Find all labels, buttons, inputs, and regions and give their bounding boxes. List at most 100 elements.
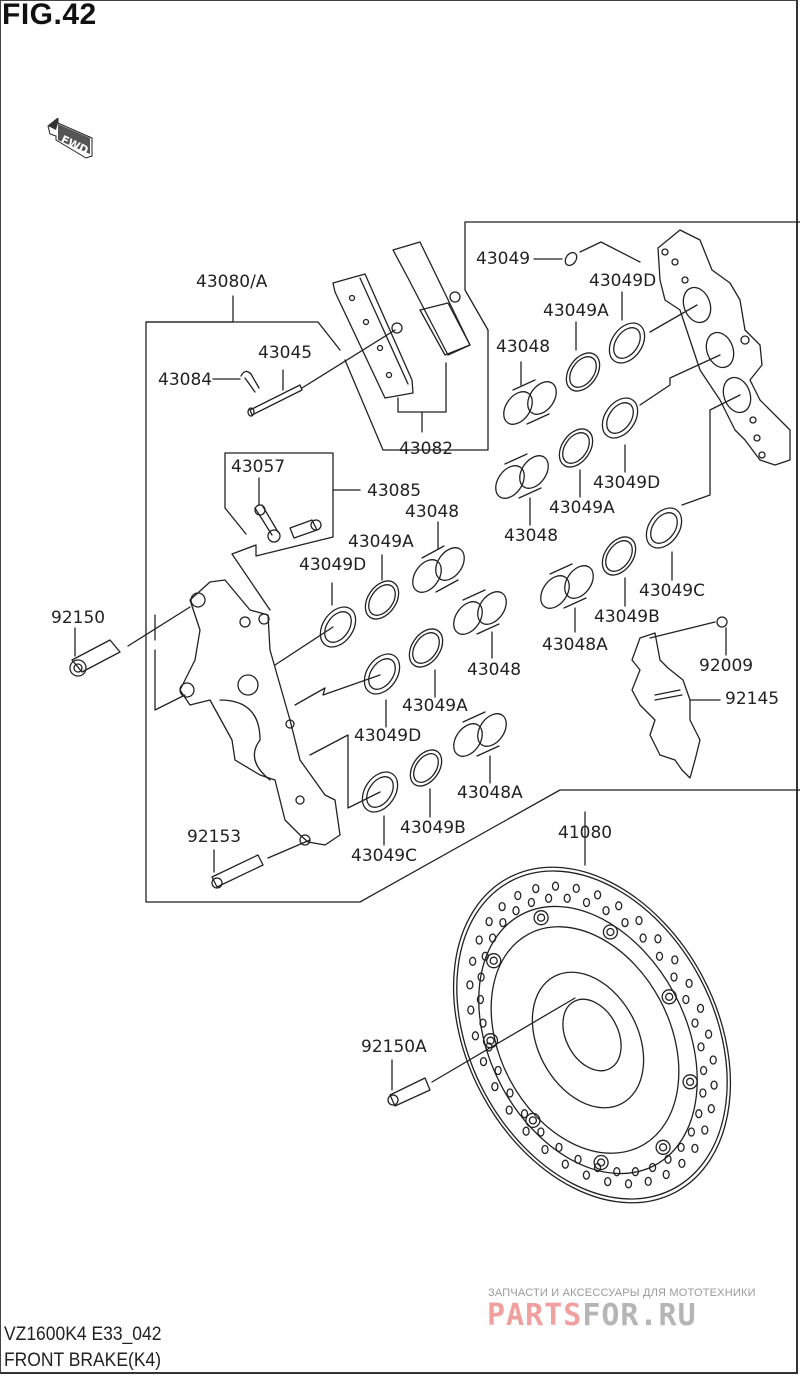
label-43048-left-top: 43048	[405, 502, 460, 522]
disc-hole	[551, 881, 560, 891]
label-43049B-right: 43049B	[594, 607, 660, 627]
disc-hole	[582, 897, 591, 908]
label-43049A-right-top: 43049A	[543, 301, 609, 321]
label-43049: 43049	[476, 249, 531, 269]
disc-hole	[701, 1125, 709, 1135]
disc-hole	[512, 906, 520, 916]
disc-hole	[621, 917, 629, 928]
label-92150A: 92150A	[361, 1037, 427, 1057]
label-43048-right-top: 43048	[496, 337, 551, 357]
disc-hole	[467, 1005, 475, 1015]
disc-hole	[635, 915, 643, 926]
disc-hole	[682, 994, 690, 1005]
caliper-left-half	[179, 579, 341, 846]
disc-hole	[695, 1109, 703, 1119]
bleeder-box	[224, 452, 334, 611]
label-43082: 43082	[399, 439, 454, 459]
seal-43049A-right-top	[565, 321, 601, 392]
disc-hole	[654, 934, 662, 944]
disc-hole	[466, 980, 474, 990]
label-43057: 43057	[231, 457, 286, 477]
watermark-brand-part1: PARTS	[487, 1298, 583, 1333]
label-43080-A: 43080/A	[196, 272, 268, 292]
seal-43049C-right	[645, 507, 683, 581]
disc-hole	[555, 1142, 563, 1153]
label-43048A-right: 43048A	[542, 635, 608, 655]
disc-hole	[476, 994, 485, 1005]
forward-arrow-icon: FWD	[47, 118, 93, 159]
disc-hole	[574, 1154, 582, 1165]
disc-hole	[602, 905, 610, 916]
label-43049A-left-top: 43049A	[348, 532, 414, 552]
label-92009: 92009	[699, 656, 754, 676]
disc-button	[602, 924, 619, 940]
label-43049D-left-top: 43049D	[299, 555, 367, 575]
disc-hole	[691, 1018, 699, 1028]
label-92150: 92150	[51, 608, 106, 628]
bolt-92150A	[387, 997, 576, 1107]
disc-hole	[541, 1144, 549, 1155]
disc-hole	[479, 1056, 488, 1067]
disc-hole	[662, 1169, 670, 1180]
disc-button	[596, 1158, 606, 1167]
label-92153: 92153	[187, 827, 242, 847]
disc-hole	[544, 893, 553, 903]
disc-hole	[593, 890, 602, 900]
brake-pad-right	[392, 241, 471, 356]
disc-hole	[699, 1065, 708, 1076]
disc-hole	[514, 890, 522, 901]
figure-title: FIG.42	[2, 0, 97, 31]
seal-43049C-left	[361, 771, 399, 846]
bolt-92150	[69, 606, 191, 711]
disc-hole	[527, 897, 536, 908]
seal-43049D-right-top	[608, 291, 646, 364]
disc-hole	[624, 1179, 633, 1189]
disc-hole	[471, 1031, 480, 1041]
disc-button	[525, 1112, 541, 1129]
bolt-92153	[211, 839, 311, 889]
disc-hole	[655, 951, 664, 961]
seal-43049B-left	[409, 749, 443, 818]
disc-hole	[475, 935, 483, 945]
label-43049D-left-mid: 43049D	[354, 726, 422, 746]
disc-button	[655, 1139, 671, 1155]
disc-hole	[710, 1080, 718, 1090]
label-43084: 43084	[158, 370, 213, 390]
disc-button	[593, 1154, 609, 1171]
disc-hole	[664, 1154, 672, 1164]
disc-hole	[537, 1127, 545, 1137]
label-41080: 41080	[558, 823, 613, 843]
disc-button	[528, 1116, 538, 1125]
right-caliper-outline	[464, 221, 800, 331]
disc-hole	[613, 1167, 621, 1177]
disc-hole	[479, 1018, 487, 1028]
disc-button	[665, 992, 674, 1001]
disc-hole	[491, 1081, 499, 1092]
disc-button	[486, 953, 502, 969]
seal-43049D-right-mid	[601, 397, 639, 473]
label-43049D-right-mid: 43049D	[593, 473, 661, 493]
disc-hole	[709, 1055, 717, 1065]
disc-button	[661, 989, 677, 1005]
disc-hole	[499, 917, 507, 928]
disc-hole	[648, 1162, 657, 1173]
piston-43048A-left	[453, 711, 507, 784]
disc-hole	[563, 893, 571, 903]
watermark-brand-part2: FOR.RU	[582, 1298, 697, 1333]
piston-43048-left-top	[412, 521, 465, 593]
seal-43049D-left-mid	[363, 653, 401, 728]
disc-hole	[520, 1109, 529, 1119]
disc-hole	[582, 1170, 591, 1180]
label-43048A-left: 43048A	[457, 783, 523, 803]
label-92145: 92145	[725, 689, 780, 709]
disc-hole	[687, 1127, 696, 1137]
seal-43049A-left-top	[364, 554, 400, 620]
disc-button	[489, 956, 498, 965]
disc-hole	[678, 1158, 686, 1169]
disc-hole	[677, 1142, 685, 1153]
label-43049A-left-mid: 43049A	[402, 696, 468, 716]
watermark-tagline: ЗАПЧАСТИ И АКСЕССУАРЫ ДЛЯ МОТОТЕХНИКИ	[488, 1287, 756, 1299]
disc-hole	[671, 955, 679, 965]
disc-button	[606, 927, 615, 937]
